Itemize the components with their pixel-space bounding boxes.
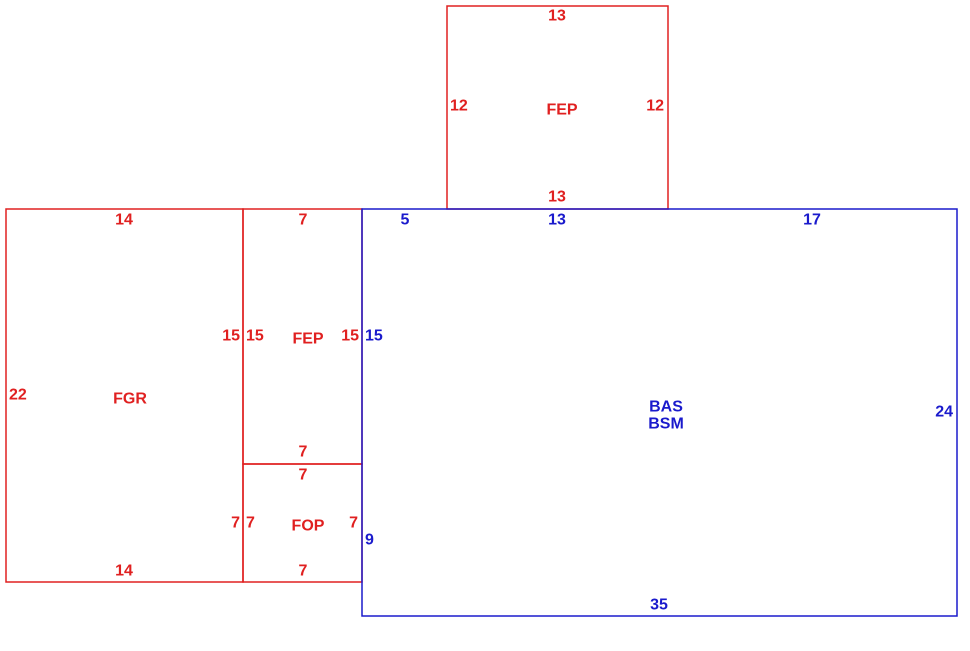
fgr-code: FGR [113,391,147,408]
bsm-code: BSM [648,416,684,433]
fop-label-right: 7 [349,515,358,532]
fep-mid-label-bottom: 7 [299,444,308,461]
bas-outline [361,208,958,617]
bas-label-top-mid: 13 [548,212,566,229]
fop-label-top: 7 [299,467,308,484]
bas-label-right: 24 [935,404,953,421]
fep-top-label-left: 12 [450,98,468,115]
fgr-label-left: 22 [9,387,27,404]
fep-top-code: FEP [546,102,577,119]
fgr-label-bottom: 14 [115,563,133,580]
fgr-label-right-upper: 15 [222,328,240,345]
fop-label-left: 7 [246,515,255,532]
bas-label-left-upper: 15 [365,328,383,345]
fep-mid-code: FEP [292,331,323,348]
bas-label-bottom: 35 [650,597,668,614]
bas-label-top-right: 17 [803,212,821,229]
bas-label-top-left: 5 [401,212,410,229]
fep-top-label-top: 13 [548,8,566,25]
fgr-label-top: 14 [115,212,133,229]
fop-label-bottom: 7 [299,563,308,580]
fep-mid-label-left: 15 [246,328,264,345]
fep-mid-label-top: 7 [299,212,308,229]
fgr-label-right-lower: 7 [231,515,240,532]
fep-top-label-bottom: 13 [548,189,566,206]
fep-top-label-right: 12 [646,98,664,115]
bas-label-left-lower: 9 [365,532,374,549]
fep-mid-label-right: 15 [341,328,359,345]
fop-code: FOP [292,518,325,535]
bas-code: BAS [649,399,683,416]
